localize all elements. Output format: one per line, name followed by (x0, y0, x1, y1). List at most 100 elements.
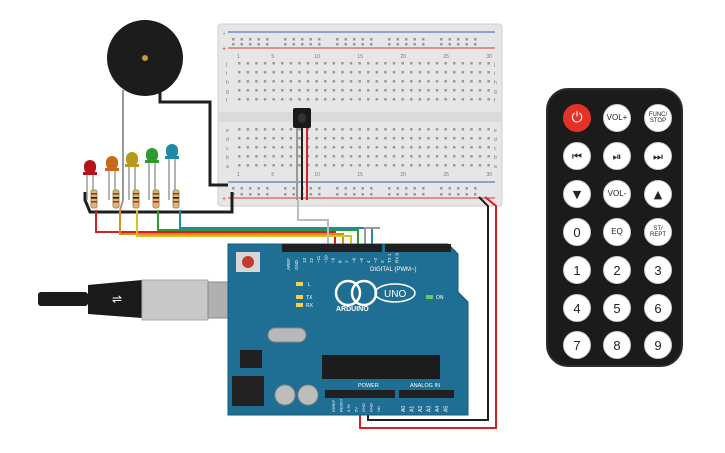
terminal-hole (487, 128, 490, 131)
resistor[interactable] (90, 189, 98, 209)
three-button[interactable]: 3 (644, 256, 672, 284)
vol-up-button[interactable]: VOL+ (603, 104, 631, 132)
six-button[interactable]: 6 (644, 294, 672, 322)
led-blue[interactable] (165, 144, 179, 200)
row-letter: e (226, 128, 229, 134)
terminal-hole (246, 62, 250, 65)
seven-button[interactable]: 7 (563, 331, 591, 359)
terminal-hole (255, 89, 258, 92)
terminal-hole (418, 155, 422, 158)
terminal-hole (392, 89, 396, 92)
power-pin-label: 5V (354, 407, 359, 412)
vol-down-button[interactable]: VOL- (603, 180, 631, 208)
five-button[interactable]: 5 (603, 294, 631, 322)
one-button[interactable]: 1 (563, 256, 591, 284)
skip-forward-icon: ⏭ (653, 149, 663, 163)
down-button[interactable]: ▼ (563, 180, 591, 208)
column-number: 15 (357, 172, 363, 178)
rail-hole (318, 193, 321, 196)
terminal-hole (263, 128, 267, 131)
rail-hole (361, 43, 364, 46)
zero-button[interactable]: 0 (563, 218, 591, 246)
nine-button[interactable]: 9 (644, 331, 672, 359)
rail-hole (405, 187, 408, 190)
led-ground-wire[interactable] (83, 192, 234, 214)
rail-hole (344, 193, 347, 196)
play-pause-button[interactable]: ⏯ (603, 142, 631, 170)
eight-button[interactable]: 8 (603, 331, 631, 359)
piezo-buzzer[interactable] (107, 20, 228, 211)
terminal-hole (384, 128, 387, 131)
terminal-hole (324, 98, 327, 101)
skip-back-icon: ⏮ (572, 149, 582, 163)
terminal-hole (298, 89, 301, 92)
st-rept-button[interactable]: ST/ REPT (644, 218, 672, 246)
row-letter: b (226, 155, 229, 161)
eq-button[interactable]: EQ (603, 218, 631, 246)
terminal-hole (401, 71, 404, 74)
rail-hole (309, 193, 312, 196)
terminal-hole (435, 164, 439, 167)
terminal-hole (341, 98, 344, 101)
led-green[interactable] (145, 148, 159, 200)
button-label: 4 (573, 300, 581, 316)
resistor[interactable] (172, 189, 180, 209)
power-button[interactable]: ⏻ (563, 104, 591, 132)
led-orange[interactable] (105, 156, 119, 200)
terminal-hole (384, 146, 387, 149)
terminal-hole (255, 62, 258, 65)
rail-hole (457, 38, 460, 41)
reset-button[interactable] (242, 256, 254, 268)
terminal-hole (306, 98, 310, 101)
terminal-hole (349, 155, 353, 158)
button-label: 0 (573, 224, 581, 240)
terminal-hole (349, 146, 353, 149)
ir-receiver[interactable] (293, 108, 311, 200)
terminal-hole (358, 164, 361, 167)
resistor[interactable] (132, 189, 140, 209)
previous-button[interactable]: ⏮ (563, 142, 591, 170)
digital-pin-label: RX 0 (394, 252, 399, 263)
rail-hole (396, 193, 399, 196)
terminal-hole (461, 164, 465, 167)
column-number: 25 (443, 172, 449, 178)
led-red[interactable] (83, 160, 97, 200)
rail-hole (422, 38, 425, 41)
rail-hole (422, 43, 425, 46)
led-yellow[interactable] (125, 152, 139, 200)
rail-hole (344, 38, 347, 41)
terminal-hole (289, 155, 293, 158)
next-button[interactable]: ⏭ (644, 142, 672, 170)
rail-hole (301, 43, 304, 46)
rail-hole (284, 193, 287, 196)
rail-hole (448, 43, 451, 46)
four-button[interactable]: 4 (563, 294, 591, 322)
arduino-board[interactable]: ARDUINO UNO DIGITAL (PWM~) POWER ANALOG … (227, 243, 469, 416)
terminal-hole (281, 89, 284, 92)
resistor[interactable] (112, 189, 120, 209)
resistor[interactable] (152, 189, 160, 209)
rail-hole (309, 43, 312, 46)
two-button[interactable]: 2 (603, 256, 631, 284)
terminal-hole (255, 155, 258, 158)
rail-hole (361, 38, 364, 41)
rail-hole (396, 43, 399, 46)
terminal-hole (289, 164, 293, 167)
terminal-hole (375, 98, 379, 101)
terminal-hole (263, 71, 267, 74)
terminal-hole (401, 155, 404, 158)
rail-minus-top: - (223, 31, 226, 38)
func-stop-button[interactable]: FUNC/ STOP (644, 104, 672, 132)
signal-wires[interactable] (95, 200, 380, 244)
rail-hole (309, 187, 312, 190)
up-button[interactable]: ▲ (644, 180, 672, 208)
terminal-hole (461, 98, 465, 101)
power-wires[interactable] (359, 196, 497, 429)
terminal-hole (470, 80, 473, 83)
row-letter: i (226, 71, 227, 77)
terminal-hole (263, 155, 267, 158)
terminal-hole (470, 137, 473, 140)
arduino-logo-text: ARDUINO (336, 306, 369, 313)
